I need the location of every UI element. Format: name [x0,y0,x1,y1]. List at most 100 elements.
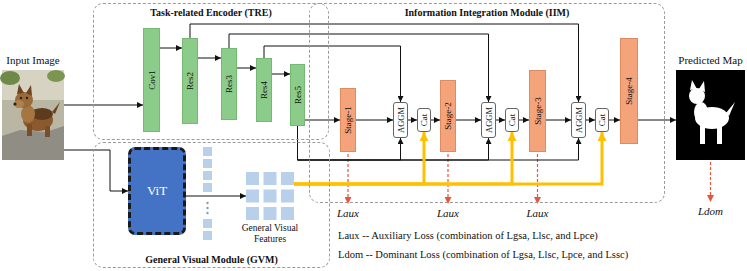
token [246,172,259,185]
dog-leg [27,124,32,136]
token [264,207,277,220]
loss-leaders [348,154,711,204]
node-label: Task-related Encoder (TRE) [150,7,272,19]
node-label: General Visual Module (GVM) [145,254,278,266]
decoder-stage: Stage-3 [529,70,546,152]
feature-arrow [294,132,512,184]
loss-leader [537,154,538,204]
input-photo [0,70,65,160]
image-panel: Predicted Map [676,70,745,160]
node-label: AGGM [484,107,493,133]
node-label: Input Image [6,54,59,67]
node-label: General Visual Features [233,223,307,245]
token [264,190,277,203]
token [203,147,212,156]
mask-ear [699,81,705,92]
node-label: Predicted Map [678,54,742,67]
node-label: AGGM [574,107,583,133]
dog-eye [26,97,28,99]
node-label: Res2 [186,72,195,90]
photo-leaves [47,70,65,82]
token [281,190,294,203]
aggm-block: AGGM [481,102,496,138]
node-label: Cat [420,114,429,127]
loss-label: Laux [527,207,549,220]
flow-arrow [237,68,256,69]
module-region: Information Integration Module (IIM) Stag… [309,3,665,203]
ellipsis-dot [206,207,208,209]
module-region: Task-related Encoder (TRE)Cov1Res2Res3Re… [93,3,329,140]
flow-arrow [64,105,143,106]
loss-leader [447,154,448,204]
node-label: ViT [147,184,167,199]
encoder-block: Res4 [256,58,272,122]
node-label: Cat [598,114,607,127]
token [246,207,259,220]
flow-arrow [496,120,505,121]
token [281,207,294,220]
flow-arrow [198,58,221,59]
node-label: AGGM [396,107,405,133]
mask-ear [690,80,697,90]
mask-chest [694,102,708,122]
flow-arrow [638,120,676,121]
aggm-block: AGGM [571,102,586,138]
loss-label: Ldom [698,205,723,218]
photo-leaves [0,71,20,85]
token [264,172,277,185]
dog-nose [13,102,16,105]
node-label: Stage-1 [344,106,353,134]
feature-grid-tokens [246,172,294,220]
vit-block: ViT [128,147,186,235]
decoder-stage: Stage-2 [440,80,456,152]
flow-arrow [586,120,595,121]
token [203,219,212,228]
legend-text: Ldom -- Dominant Loss (combination of Lg… [338,249,628,261]
flow-arrow [456,120,481,121]
image-panel: Input Image [2,70,64,160]
token [246,190,259,203]
flow-arrow [431,120,440,121]
flow-arrow [305,120,340,121]
node-label: Stage-2 [444,102,453,130]
loss-label: Laux [337,207,359,220]
predicted-map-image [676,70,745,160]
node-label: Stage-4 [625,77,634,105]
encoder-block: Res2 [182,38,198,124]
flow-arrow [264,46,401,102]
node-label: Res5 [293,86,302,104]
aggm-block: AGGM [393,102,408,138]
encoder-block: Res5 [290,64,305,126]
node-label: Information Integration Module (IIM) [405,7,570,19]
legend-text: Laux -- Auxiliary Loss (combination of L… [338,230,598,242]
concat-block: Cat [595,108,609,132]
mask-leg [700,122,705,144]
token [203,231,212,240]
flow-arrow [186,196,246,197]
dog-tail [52,102,60,114]
node-label: Cov1 [147,70,156,90]
token-column [203,147,212,240]
concat-block: Cat [417,108,431,132]
flow-arrow [64,150,128,191]
encoder-block: Res3 [221,48,237,120]
module-region: General Visual Module (GVM) ViT General Vi… [93,142,330,268]
dog-muzzle [14,100,24,108]
token [281,172,294,185]
flow-arrow [546,120,571,121]
feature-grid: General Visual Features [246,172,294,220]
ellipsis-dot [206,202,208,204]
dog-eye [20,97,22,99]
ellipsis-dot [206,212,208,214]
map-ground [676,70,745,160]
token [203,171,212,180]
dog-leg [45,126,50,137]
flow-arrow [160,48,182,49]
loss-leader [710,162,711,202]
flow-arrow [356,120,393,121]
flow-arrow [272,74,290,75]
node-label: Res4 [260,81,269,99]
dog-ear [26,85,32,96]
flow-arrow [519,120,529,121]
photo-rock [2,126,64,160]
